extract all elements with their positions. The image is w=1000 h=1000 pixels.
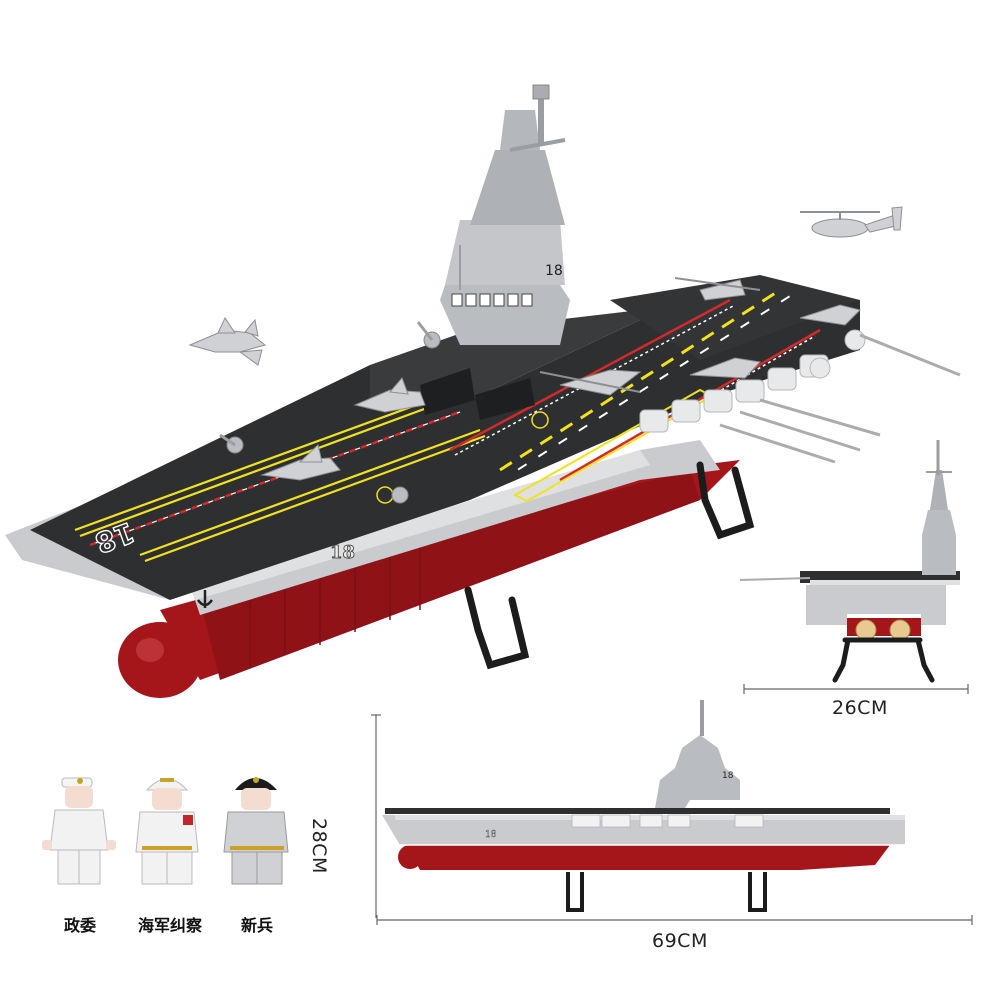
height-dimension-line [371,714,381,918]
width-dimension-label: 26CM [832,697,888,719]
side-sponsons [639,329,866,433]
side-guns [719,333,961,464]
minifig-commissar [42,777,116,885]
width-dimension-line [743,684,969,694]
minifig-naval-patrol [135,778,199,885]
main-island: 18 [440,84,570,345]
island-number: 18 [545,263,563,279]
minifig-label-naval-patrol: 海军纠察 [137,916,202,935]
length-dimension-line [376,915,973,925]
minifig-label-recruit: 新兵 [240,916,273,935]
parked-aircraft [260,277,861,481]
hull-number-side: 18 [330,542,355,563]
flying-helicopter-icon [800,206,903,238]
minifig-recruit [223,777,289,885]
front-view-carrier [739,440,960,683]
main-hull-gray: 18 [190,440,720,615]
side-hull-number: 18 [485,830,497,840]
anchor-icon [196,590,214,608]
length-dimension-label: 69CM [652,930,708,952]
minifig-label-commissar: 政委 [63,916,96,935]
main-hull [118,460,740,698]
flying-jet-icon [188,316,267,366]
bulbous-bow [118,622,202,698]
side-view-carrier: 18 18 [382,700,905,912]
height-dimension-label: 28CM [308,818,330,874]
deck-turrets [219,321,441,504]
main-stands [464,461,755,670]
side-island-number: 18 [722,771,734,781]
